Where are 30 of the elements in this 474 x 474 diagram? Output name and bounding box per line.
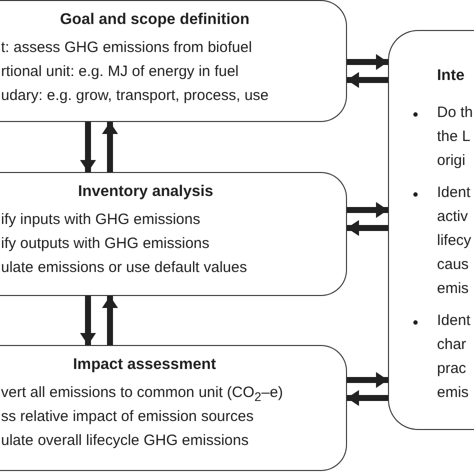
block-arrow (102, 122, 118, 172)
box-heading: Impact assessment (73, 356, 216, 374)
body-text: ify outputs with GHG emissions (1, 235, 210, 252)
block-arrow (80, 122, 96, 172)
body-text: ulate emissions or use default values (1, 259, 247, 276)
body-text: ss relative impact of emission sources (1, 408, 254, 425)
process-box (388, 30, 474, 430)
block-arrow (347, 72, 388, 88)
process-box (0, 0, 347, 122)
body-text: udary: e.g. grow, transport, process, use (1, 87, 269, 104)
block-arrow (347, 202, 388, 218)
process-box (0, 172, 347, 296)
block-arrow (347, 390, 388, 406)
body-text: ify inputs with GHG emissions (1, 211, 200, 228)
body-text: vert all emissions to common unit (CO$_{2}$–e) (1, 384, 284, 404)
bullet-text: Do th the L origi (437, 103, 474, 171)
block-arrow (80, 296, 96, 345)
bullet-text: Ident char prac emis (437, 311, 472, 403)
block-arrow (347, 54, 388, 70)
body-text: ulate overall lifecycle GHG emissions (1, 432, 249, 449)
box-heading: Inventory analysis (78, 183, 214, 201)
bullet-text: Ident activ lifecy caus emis (437, 183, 472, 299)
block-arrow (347, 372, 388, 388)
block-arrow (347, 220, 388, 236)
body-text: rtional unit: e.g. MJ of energy in fuel (1, 63, 239, 80)
box-heading: Goal and scope definition (60, 11, 250, 29)
block-arrow (102, 296, 118, 345)
box-heading: Inte (437, 67, 465, 85)
body-text: t: assess GHG emissions from biofuel (1, 39, 252, 56)
process-box (0, 345, 347, 471)
